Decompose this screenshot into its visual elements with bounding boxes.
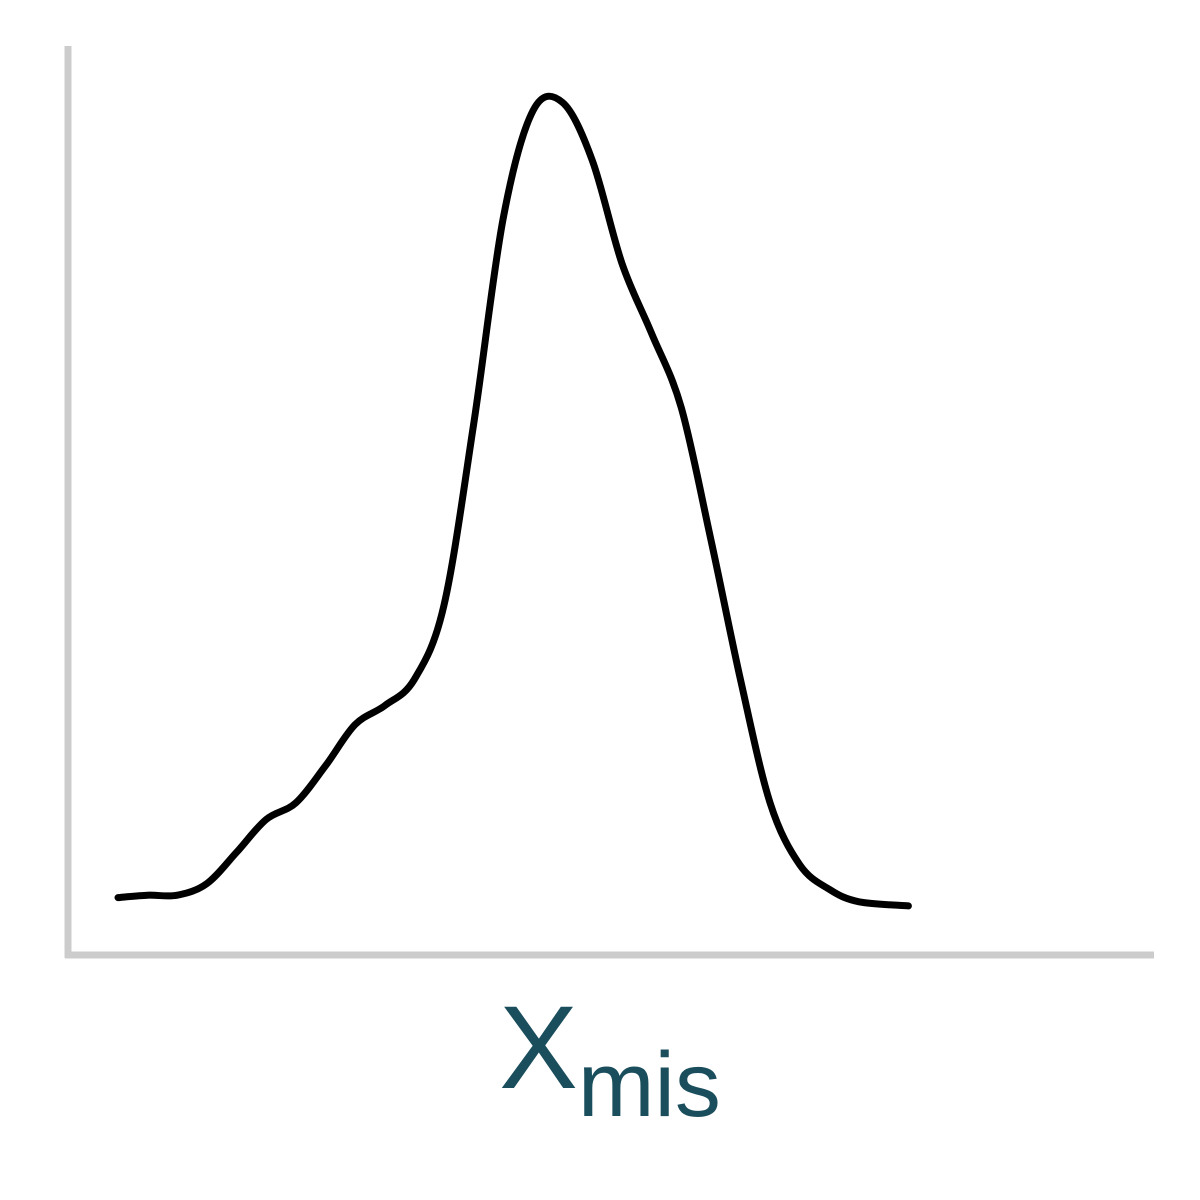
density-curve <box>114 92 912 910</box>
x-axis-label-main: X <box>499 982 578 1114</box>
x-axis-label-subscript: mis <box>578 1034 721 1136</box>
x-axis-label: Xmis <box>499 982 721 1136</box>
